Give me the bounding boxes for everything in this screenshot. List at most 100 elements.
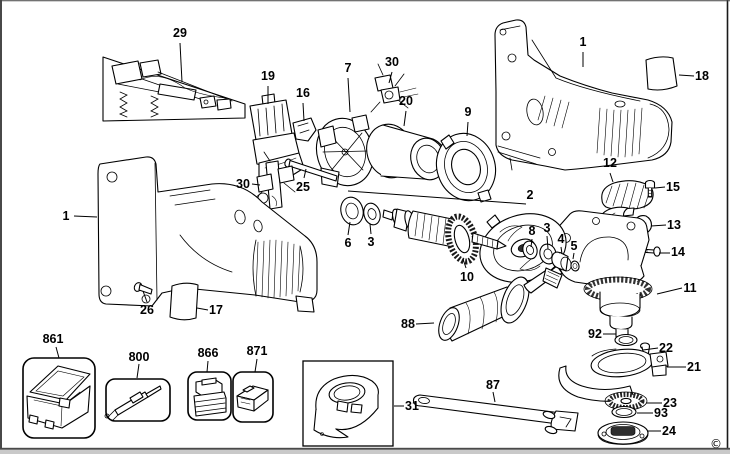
part-number-label: 5 [571,239,578,253]
callout-87: 87 [486,378,500,403]
part-number-label: 23 [663,396,677,410]
leader-line [415,322,435,325]
part-number-label: 26 [140,303,154,317]
washer-8 [522,240,538,260]
bearing-6 [340,196,364,226]
callout-5: 5 [571,239,578,260]
housing-right-1 [494,19,673,171]
part-number-label: 92 [588,327,602,341]
callout-25: 25 [296,168,310,194]
part-number-label: 93 [654,406,668,420]
part-number-label: 24 [662,424,676,438]
callout-29: 29 [173,26,187,83]
leader-line [196,307,209,311]
clamp-nut-24 [597,421,649,445]
callout-1: 1 [63,209,98,223]
leader-line [403,110,407,127]
brush-assembly-30-top [370,63,419,113]
side-handle-88 [438,267,563,342]
callout-861: 861 [43,332,63,359]
callout-21: 21 [667,360,701,374]
callout-19: 19 [261,69,275,104]
part-number-label: 871 [247,344,268,358]
leader-line [73,215,98,218]
statusbar-line [0,447,730,450]
part-number-label: 1 [63,209,70,223]
callout-866: 866 [198,346,219,373]
bracket-16 [292,117,317,142]
label-pad-17 [169,282,199,321]
part-number-label: 2 [527,188,534,202]
part-number-label: 87 [486,378,500,392]
spacer-4 [551,251,572,272]
callout-13: 13 [650,218,681,232]
callout-24: 24 [647,424,676,438]
battery-866 [187,371,232,421]
leader-line [466,121,469,137]
part-number-label: 31 [405,399,419,413]
callout-4: 4 [558,232,565,255]
guard-clamp-21 [558,348,669,402]
leader-line [206,360,209,373]
screw-15 [644,179,656,198]
callout-871: 871 [247,344,268,373]
part-number-label: 800 [129,350,150,364]
callout-88: 88 [401,317,435,331]
switch-module-box-29 [102,56,246,122]
part-number-label: 3 [368,235,375,249]
callout-16: 16 [296,86,310,122]
part-number-label: 9 [465,105,472,119]
part-number-label: 20 [399,94,413,108]
screw-26 [133,282,153,295]
leader-line [136,363,140,379]
callout-800: 800 [129,350,150,379]
part-number-label: 13 [667,218,681,232]
kitbox-861 [22,357,96,439]
part-number-label: 22 [659,341,673,355]
leader-line [251,183,261,186]
part-number-label: 10 [460,270,474,284]
leader-line [347,77,351,113]
field-coil-20 [366,123,446,181]
part-number-label: 6 [345,236,352,250]
leader-line [462,258,467,269]
callout-8: 8 [529,224,536,248]
callout-6: 6 [345,221,352,250]
leader-line [678,74,695,77]
part-number-label: 15 [666,180,680,194]
leader-line [179,42,183,83]
part-number-label: 21 [687,360,701,374]
callout-14: 14 [659,245,685,259]
washer-3-left [363,202,381,226]
callout-7: 7 [345,61,352,113]
callout-10: 10 [460,258,474,284]
part-number-label: 12 [603,156,617,170]
callout-22: 22 [642,341,673,355]
part-number-label: 8 [529,224,536,238]
part-number-label: 866 [198,346,219,360]
label-pad-18 [645,56,678,91]
ring-5 [570,260,580,272]
leader-line [492,391,496,403]
part-number-label: 4 [558,232,565,246]
part-number-label: 30 [236,177,250,191]
part-number-label: 29 [173,26,187,40]
part-number-label: 17 [209,303,223,317]
part-number-label: 19 [261,69,275,83]
callout-2: 2 [347,188,534,205]
leader-line [650,224,667,227]
leader-line [546,235,549,250]
o-ring-92 [614,333,638,347]
callout-17: 17 [196,303,223,317]
part-number-label: 25 [296,180,310,194]
charger-871 [232,371,274,423]
leader-line [388,71,393,84]
part-number-label: 14 [671,245,685,259]
part-number-label: 7 [345,61,352,75]
leader-line [642,347,659,351]
leader-line [303,168,307,179]
tool-800 [104,378,171,422]
